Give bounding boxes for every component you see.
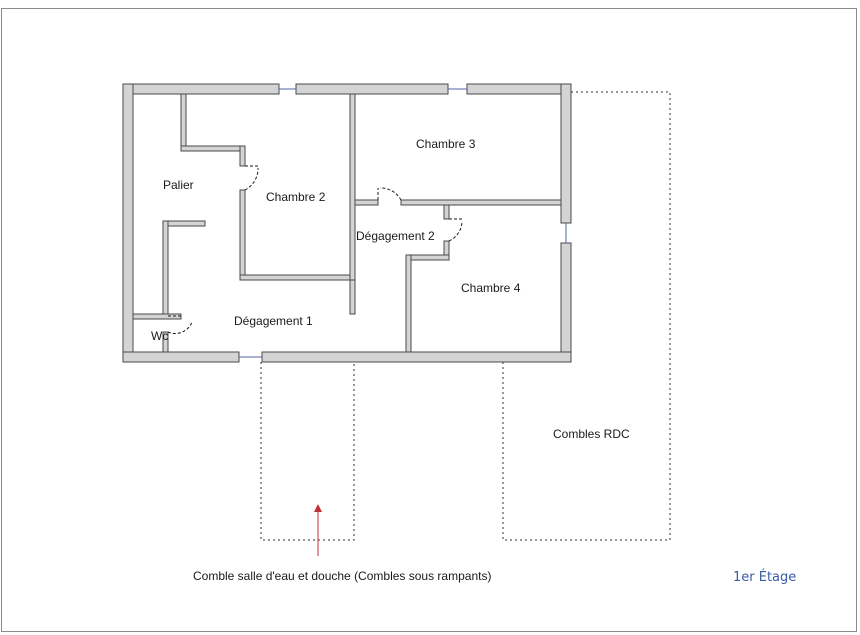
combles-rdc-label: Combles RDC <box>553 427 630 441</box>
room-label-wc: Wc <box>151 329 168 343</box>
floor-label: 1er Étage <box>733 569 796 585</box>
door-swings <box>167 165 463 334</box>
drawing-frame <box>1 8 857 632</box>
room-label-palier: Palier <box>163 178 194 192</box>
room-label-degagement-1: Dégagement 1 <box>234 314 313 328</box>
room-label-chambre-4: Chambre 4 <box>461 281 521 295</box>
windows <box>239 88 567 358</box>
comble-caption: Comble salle d'eau et douche (Combles so… <box>193 569 491 583</box>
room-label-chambre-3: Chambre 3 <box>416 137 476 151</box>
combles-outlines <box>260 91 671 541</box>
room-label-chambre-2: Chambre 2 <box>266 190 326 204</box>
interior-walls <box>132 93 562 353</box>
room-label-degagement-2: Dégagement 2 <box>356 229 435 243</box>
